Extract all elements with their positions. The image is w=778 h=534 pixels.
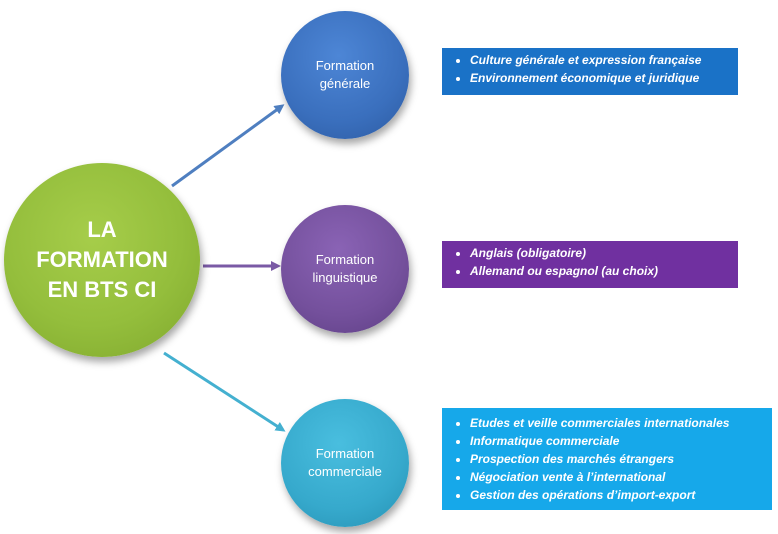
node-formation-commerciale: Formation commerciale bbox=[281, 399, 409, 527]
arrow-to-generale bbox=[171, 104, 285, 188]
node-label: Formation générale bbox=[315, 58, 375, 91]
details-list: Etudes et veille commerciales internatio… bbox=[450, 414, 764, 504]
main-topic-label: LA FORMATION EN BTS CI bbox=[36, 217, 168, 302]
details-list: Culture générale et expression française… bbox=[450, 51, 730, 87]
list-item: Environnement économique et juridique bbox=[470, 69, 730, 87]
node-label: Formation commerciale bbox=[308, 446, 382, 479]
list-item: Culture générale et expression française bbox=[470, 51, 730, 69]
list-item: Allemand ou espagnol (au choix) bbox=[470, 262, 730, 280]
node-formation-generale: Formation générale bbox=[281, 11, 409, 139]
details-box-linguistique: Anglais (obligatoire) Allemand ou espagn… bbox=[442, 241, 738, 288]
list-item: Négociation vente à l’international bbox=[470, 468, 764, 486]
node-formation-linguistique: Formation linguistique bbox=[281, 205, 409, 333]
list-item: Etudes et veille commerciales internatio… bbox=[470, 414, 764, 432]
list-item: Gestion des opérations d’import-export bbox=[470, 486, 764, 504]
node-label: Formation linguistique bbox=[312, 252, 378, 285]
list-item: Informatique commerciale bbox=[470, 432, 764, 450]
list-item: Anglais (obligatoire) bbox=[470, 244, 730, 262]
details-box-commerciale: Etudes et veille commerciales internatio… bbox=[442, 408, 772, 510]
details-box-generale: Culture générale et expression française… bbox=[442, 48, 738, 95]
main-topic-circle: LA FORMATION EN BTS CI bbox=[4, 163, 200, 357]
arrow-to-commerciale bbox=[163, 351, 286, 432]
list-item: Prospection des marchés étrangers bbox=[470, 450, 764, 468]
details-list: Anglais (obligatoire) Allemand ou espagn… bbox=[450, 244, 730, 280]
